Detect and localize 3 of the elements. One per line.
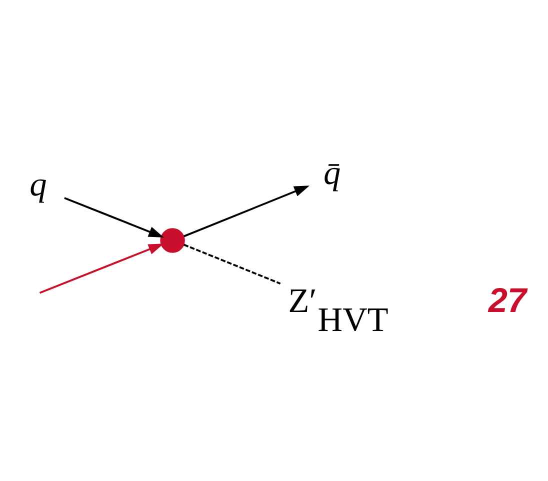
node-text: q	[30, 166, 47, 204]
label: 27	[488, 282, 526, 320]
node-text: q̄	[324, 154, 341, 192]
